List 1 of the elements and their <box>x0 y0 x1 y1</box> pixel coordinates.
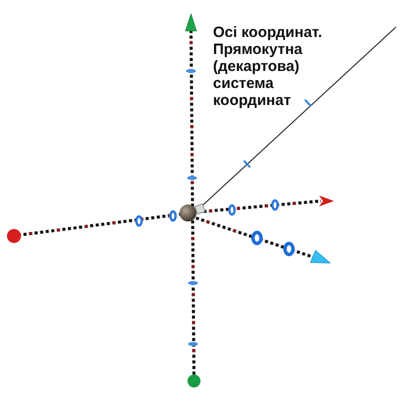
diagram-title: Осі координат. Прямокутна (декартова) система координат <box>213 24 324 109</box>
